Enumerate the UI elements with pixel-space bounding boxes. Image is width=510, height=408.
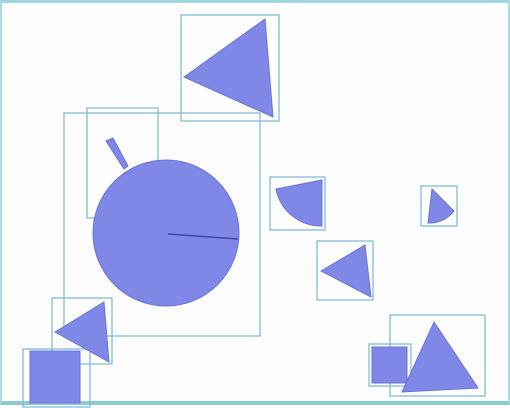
large-triangle-box bbox=[180, 14, 280, 122]
circle-radius-line bbox=[167, 233, 239, 240]
quarter-circle bbox=[275, 179, 323, 227]
mid-triangle-box bbox=[316, 240, 374, 301]
large-circle bbox=[92, 159, 240, 307]
bottom-left-square bbox=[29, 350, 81, 404]
quarter-circle-box bbox=[269, 176, 326, 231]
small-pie-wedge bbox=[427, 187, 455, 224]
mid-triangle bbox=[319, 244, 372, 298]
small-wedge bbox=[105, 137, 129, 170]
left-triangle bbox=[54, 301, 110, 363]
large-triangle bbox=[183, 18, 274, 118]
shape-scene bbox=[22, 14, 486, 408]
circle-group-box bbox=[63, 112, 261, 337]
left-triangle-box bbox=[51, 297, 113, 365]
bottom-right-triangle bbox=[401, 320, 479, 393]
small-pie-wedge-box bbox=[420, 185, 458, 227]
bottom-right-square bbox=[371, 346, 408, 384]
